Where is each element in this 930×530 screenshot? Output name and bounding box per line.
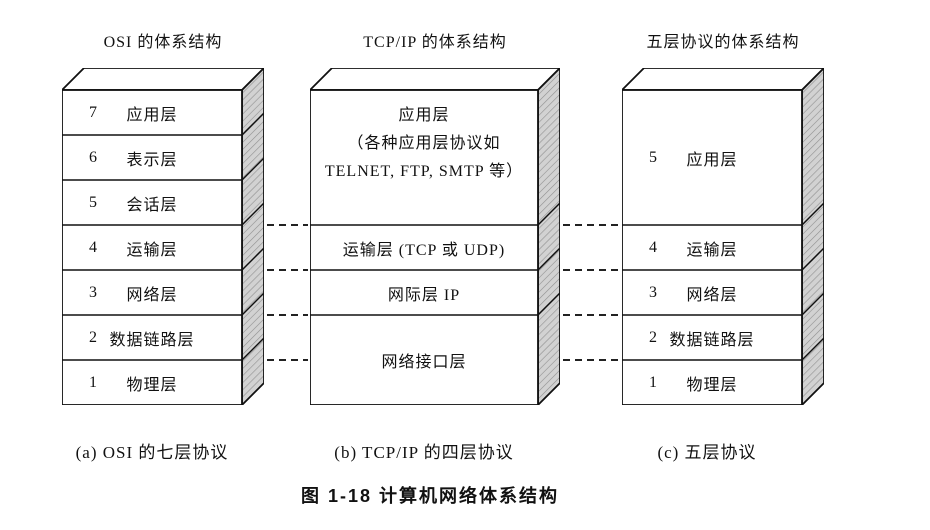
layer-label: 应用层 <box>126 106 178 124</box>
stack-top-face <box>310 68 560 91</box>
five-layer-row: 5 应用层 <box>622 90 802 225</box>
stack-caption-a: (a) OSI 的七层协议 <box>75 443 229 462</box>
layer-label: 数据链路层 <box>669 331 755 349</box>
layer-label: 网络层 <box>126 286 178 304</box>
layer-number: 6 <box>89 148 97 166</box>
five-layer-row: 1 物理层 <box>622 360 802 405</box>
layer-connector-dash <box>267 224 308 226</box>
osi-layer-row: 5 会话层 <box>62 180 242 225</box>
stack-caption-c: (c) 五层协议 <box>657 443 757 462</box>
layer-number: 3 <box>649 283 657 301</box>
stack-side-face <box>801 68 824 405</box>
layer-sublabel: TELNET, FTP, SMTP 等） <box>324 163 524 180</box>
layer-connector-dash <box>563 224 619 226</box>
stack-caption-b: (b) TCP/IP 的四层协议 <box>334 443 514 462</box>
osi-layer-row: 1 物理层 <box>62 360 242 405</box>
five-layer-row: 2 数据链路层 <box>622 315 802 360</box>
osi-layer-row: 3 网络层 <box>62 270 242 315</box>
layer-number: 2 <box>649 328 657 346</box>
osi-layer-row: 2 数据链路层 <box>62 315 242 360</box>
five-layer-row: 4 运输层 <box>622 225 802 270</box>
osi-layer-row: 6 表示层 <box>62 135 242 180</box>
osi-stack: 7 应用层 6 表示层 5 会话层 4 运输层 3 网络层 2 数据链路层 1 物理层 <box>62 68 264 405</box>
layer-label: 运输层 <box>126 241 178 259</box>
layer-number: 7 <box>89 103 97 121</box>
tcpip-stack: 应用层 （各种应用层协议如 TELNET, FTP, SMTP 等） 运输层 (… <box>310 68 560 405</box>
osi-stack-3d <box>62 68 264 405</box>
layer-label: 数据链路层 <box>109 331 195 349</box>
stack-front-face <box>622 89 803 405</box>
layer-label: 应用层 <box>398 107 450 124</box>
stack-front-face <box>62 89 243 405</box>
five-layer-row: 3 网络层 <box>622 270 802 315</box>
layer-number: 5 <box>649 148 657 166</box>
layer-number: 4 <box>649 238 657 256</box>
layer-connector-dash <box>267 269 308 271</box>
column-header-five-layer: 五层协议的体系结构 <box>646 34 800 51</box>
layer-label: 会话层 <box>126 196 178 214</box>
layer-number: 5 <box>89 193 97 211</box>
layer-label: 网际层 IP <box>387 286 461 304</box>
layer-number: 1 <box>89 373 97 391</box>
layer-number: 2 <box>89 328 97 346</box>
layer-number: 1 <box>649 373 657 391</box>
layer-label: 物理层 <box>686 376 738 394</box>
layer-connector-dash <box>267 359 308 361</box>
five-layer-stack-3d <box>622 68 824 405</box>
five-layer-stack: 5 应用层 4 运输层 3 网络层 2 数据链路层 1 物理层 <box>622 68 824 405</box>
stack-top-face <box>622 68 824 91</box>
layer-label: 运输层 <box>686 241 738 259</box>
layer-sublabel: （各种应用层协议如 <box>347 135 501 152</box>
layer-label: 物理层 <box>126 376 178 394</box>
stack-side-face <box>537 68 560 405</box>
tcpip-netaccess-layer-row: 网络接口层 <box>310 315 538 405</box>
stack-front-face <box>310 89 539 405</box>
layer-label: 网络接口层 <box>381 354 467 371</box>
layer-connector-dash <box>267 314 308 316</box>
osi-layer-row: 7 应用层 <box>62 90 242 135</box>
layer-connector-dash <box>563 269 619 271</box>
osi-layer-row: 4 运输层 <box>62 225 242 270</box>
layer-number: 4 <box>89 238 97 256</box>
layer-label: 应用层 <box>686 151 738 169</box>
stack-top-face <box>62 68 264 91</box>
figure-caption: 图 1-18 计算机网络体系结构 <box>300 486 560 506</box>
layer-connector-dash <box>563 359 619 361</box>
layer-connector-dash <box>563 314 619 316</box>
layer-number: 3 <box>89 283 97 301</box>
stack-side-face <box>241 68 264 405</box>
tcpip-transport-layer-row: 运输层 (TCP 或 UDP) <box>310 225 538 270</box>
column-header-tcpip: TCP/IP 的体系结构 <box>363 34 507 51</box>
layer-label: 运输层 (TCP 或 UDP) <box>342 241 506 259</box>
tcpip-stack-3d <box>310 68 560 405</box>
tcpip-internet-layer-row: 网际层 IP <box>310 270 538 315</box>
column-header-osi: OSI 的体系结构 <box>103 34 223 51</box>
layer-label: 表示层 <box>126 151 178 169</box>
layer-label: 网络层 <box>686 286 738 304</box>
tcpip-application-layer-row: 应用层 （各种应用层协议如 TELNET, FTP, SMTP 等） <box>310 90 538 225</box>
